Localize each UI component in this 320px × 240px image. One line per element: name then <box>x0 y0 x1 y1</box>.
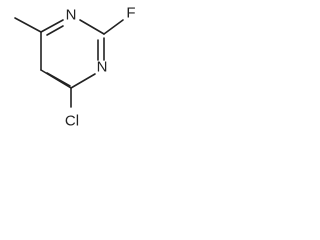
atom-label-f: F <box>126 5 135 22</box>
atom-label-n-right: N <box>97 59 108 76</box>
atom-label-cl: Cl <box>65 113 79 130</box>
bond-c4-methyl <box>14 17 42 33</box>
bond-n3-c4 <box>40 19 64 33</box>
bond-c6-n1 <box>70 73 96 89</box>
pyrimidine-structure-diagram: N F N Cl <box>14 5 136 130</box>
bond-c5-c6-inner <box>46 72 71 87</box>
bond-c2-n3 <box>79 19 105 35</box>
bond-n3-c4-inner <box>46 25 64 36</box>
atom-label-n-top: N <box>66 7 77 24</box>
bond-c2-f <box>103 19 124 35</box>
